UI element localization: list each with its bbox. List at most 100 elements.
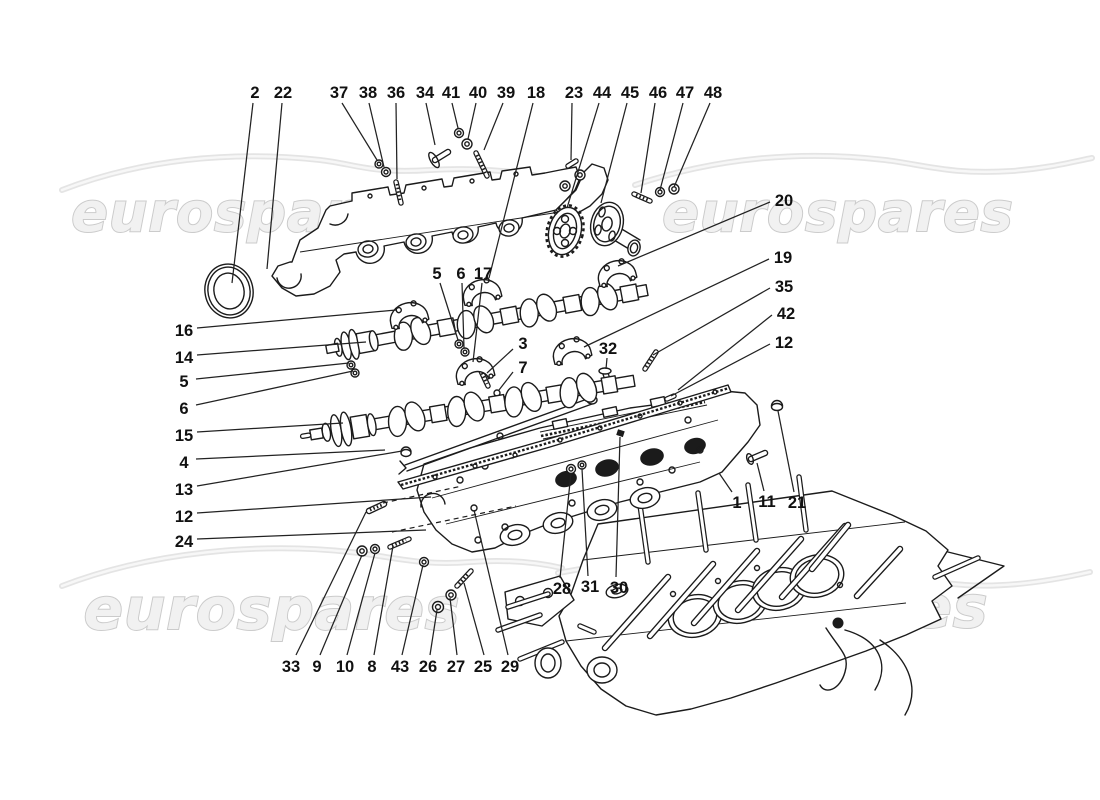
leader-line <box>346 552 376 656</box>
leader-line <box>195 449 386 460</box>
leader-line <box>777 410 795 493</box>
part-number-label: 17 <box>474 265 492 283</box>
leader-line <box>670 343 771 397</box>
leader-line <box>659 102 684 191</box>
leader-line <box>231 102 254 284</box>
part-number-label: 25 <box>474 658 492 676</box>
leader-line <box>498 371 514 391</box>
part-number-label: 22 <box>274 84 292 102</box>
part-number-label: 45 <box>621 84 639 102</box>
leader-line <box>615 436 621 578</box>
leader-line <box>449 597 458 656</box>
part-number-label: 4 <box>179 454 189 472</box>
part-number-label: 1 <box>732 494 741 512</box>
leader-line <box>196 496 432 514</box>
part-number-label: 27 <box>447 658 465 676</box>
leader-line <box>195 362 350 380</box>
part-number-label: 35 <box>775 278 793 296</box>
part-number-label: 16 <box>175 322 193 340</box>
part-number-label: 21 <box>788 494 806 512</box>
leader-line <box>617 201 771 267</box>
engine-block-drawing <box>495 474 1005 716</box>
part-number-label: 19 <box>774 249 792 267</box>
part-number-label: 39 <box>497 84 515 102</box>
part-number-label: 5 <box>432 265 441 283</box>
part-number-label: 12 <box>775 334 793 352</box>
part-number-label: 46 <box>649 84 667 102</box>
part-number-label: 3 <box>518 335 527 353</box>
part-number-label: 6 <box>179 400 188 418</box>
part-number-label: 33 <box>282 658 300 676</box>
camshaft-upper-drawing <box>325 282 649 361</box>
part-number-label: 28 <box>553 580 571 598</box>
watermark-text: eurospares <box>84 575 461 643</box>
part-number-label: 7 <box>518 359 527 377</box>
part-number-label: 8 <box>367 658 376 676</box>
sprocket-flange-drawing <box>545 201 641 258</box>
leader-line <box>640 102 656 194</box>
part-number-label: 9 <box>312 658 321 676</box>
leader-line <box>581 468 589 577</box>
leader-line <box>677 314 773 391</box>
leader-line <box>196 450 403 487</box>
leader-line <box>463 582 485 656</box>
leader-line <box>467 102 477 140</box>
part-number-label: 34 <box>416 84 435 102</box>
part-number-label: 36 <box>387 84 405 102</box>
leader-line <box>566 102 600 209</box>
part-number-label: 44 <box>593 84 612 102</box>
part-number-label: 6 <box>456 265 465 283</box>
leader-line <box>483 102 504 151</box>
leader-line <box>425 102 436 146</box>
part-number-label: 14 <box>175 349 194 367</box>
leader-line <box>673 102 711 188</box>
part-number-label: 31 <box>581 578 599 596</box>
part-number-label: 40 <box>469 84 487 102</box>
watermark-text: eurospares <box>662 181 1013 244</box>
part-number-label: 24 <box>175 533 194 551</box>
part-number-label: 10 <box>336 658 354 676</box>
leader-line <box>395 102 398 180</box>
part-number-label: 15 <box>175 427 193 445</box>
leader-line <box>461 282 465 349</box>
part-number-label: 48 <box>704 84 722 102</box>
part-number-label: 23 <box>565 84 583 102</box>
camshaft-lower-drawing <box>299 372 636 448</box>
leader-line <box>196 309 397 329</box>
part-number-label: 29 <box>501 658 519 676</box>
leader-line <box>488 102 534 279</box>
part-number-label: 30 <box>610 579 628 597</box>
part-number-label: 18 <box>527 84 545 102</box>
cam-cover-drawing <box>271 163 609 297</box>
leader-line <box>195 370 354 406</box>
leader-line <box>341 102 378 161</box>
leader-line <box>472 282 483 363</box>
leader-line <box>368 102 385 168</box>
part-number-label: 5 <box>179 373 188 391</box>
part-number-label: 42 <box>777 305 795 323</box>
leader-line <box>583 258 770 348</box>
leader-line <box>196 529 427 540</box>
part-number-label: 41 <box>442 84 460 102</box>
leader-line <box>605 357 608 370</box>
leader-line <box>570 102 573 161</box>
leader-line <box>319 554 363 656</box>
part-number-label: 13 <box>175 481 193 499</box>
leader-line <box>756 462 765 492</box>
part-number-label: 47 <box>676 84 694 102</box>
leader-line <box>718 472 733 493</box>
leader-line <box>401 564 424 656</box>
part-number-label: 2 <box>250 84 259 102</box>
leader-line <box>196 422 344 433</box>
part-number-label: 37 <box>330 84 348 102</box>
leader-line <box>373 545 394 656</box>
leader-line <box>652 287 771 356</box>
leader-line <box>473 509 509 656</box>
part-number-label: 26 <box>419 658 437 676</box>
leader-line <box>196 341 367 356</box>
leader-line <box>295 511 367 656</box>
leader-line <box>486 348 514 374</box>
leader-line <box>429 609 438 656</box>
